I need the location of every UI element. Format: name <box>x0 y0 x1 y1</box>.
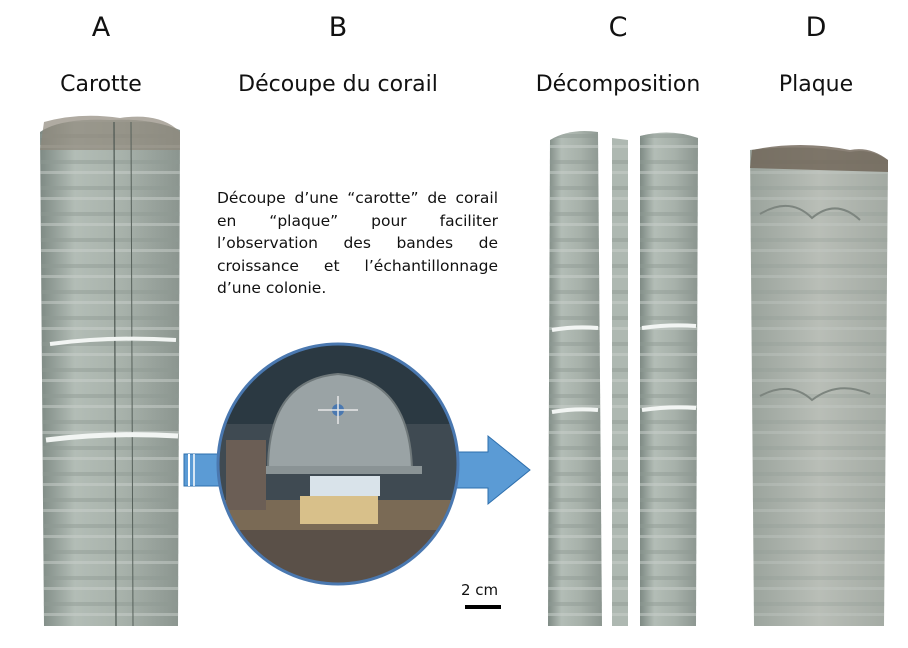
saw-photo-circle <box>216 342 460 586</box>
panel-c-letter: C <box>608 12 628 43</box>
core-a-image <box>40 115 180 627</box>
panel-d-letter: D <box>805 12 827 43</box>
scale-bar <box>465 605 501 609</box>
scale-label: 2 cm <box>461 581 499 599</box>
panel-a-letter: A <box>91 12 111 43</box>
plate-d-image <box>750 145 888 626</box>
arrow-right <box>451 434 531 506</box>
core-c-image <box>548 131 698 626</box>
panel-a-title: Carotte <box>60 72 142 97</box>
panel-c-title: Décomposition <box>535 72 701 97</box>
description-text: Découpe d’une “carotte” de corail en “pl… <box>217 189 498 297</box>
panel-d-title: Plaque <box>778 72 854 97</box>
panel-b-letter: B <box>328 12 348 43</box>
arrow-left-stub <box>183 453 223 487</box>
panel-b-title: Découpe du corail <box>238 72 438 97</box>
